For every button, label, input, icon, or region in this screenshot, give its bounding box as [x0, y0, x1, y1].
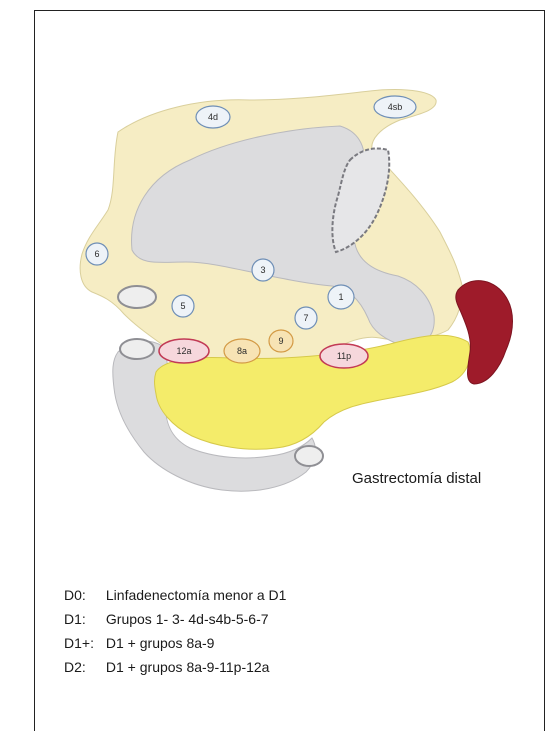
node-12a-label: 12a	[176, 346, 191, 356]
diagram-caption: Gastrectomía distal	[352, 470, 481, 487]
legend-code: D1+:	[64, 633, 102, 653]
legend-code: D2:	[64, 657, 102, 677]
dissection-legend: D0: Linfadenectomía menor a D1 D1: Grupo…	[64, 585, 286, 681]
node-5-label: 5	[180, 301, 185, 311]
legend-item-d1plus: D1+: D1 + grupos 8a-9	[64, 633, 286, 657]
node-11p: 11p	[320, 344, 368, 368]
node-4sb-label: 4sb	[388, 102, 403, 112]
node-9: 9	[269, 330, 293, 352]
node-4sb: 4sb	[374, 96, 416, 118]
node-4d-label: 4d	[208, 112, 218, 122]
jejunum-stump	[295, 446, 323, 466]
node-1-label: 1	[338, 292, 343, 302]
legend-item-d1: D1: Grupos 1- 3- 4d-s4b-5-6-7	[64, 609, 286, 633]
node-6-label: 6	[94, 249, 99, 259]
legend-text: Linfadenectomía menor a D1	[106, 587, 287, 603]
legend-text: D1 + grupos 8a-9-11p-12a	[106, 659, 270, 675]
node-3-label: 3	[260, 265, 265, 275]
node-12a: 12a	[159, 339, 209, 363]
node-4d: 4d	[196, 106, 230, 128]
node-7: 7	[295, 307, 317, 329]
pylorus-stump	[118, 286, 156, 308]
node-11p-label: 11p	[337, 351, 351, 361]
node-1: 1	[328, 285, 354, 309]
legend-item-d0: D0: Linfadenectomía menor a D1	[64, 585, 286, 609]
node-3: 3	[252, 259, 274, 281]
legend-item-d2: D2: D1 + grupos 8a-9-11p-12a	[64, 657, 286, 681]
node-8a: 8a	[224, 339, 260, 363]
node-7-label: 7	[303, 313, 308, 323]
node-5: 5	[172, 295, 194, 317]
legend-code: D1:	[64, 609, 102, 629]
legend-code: D0:	[64, 585, 102, 605]
legend-text: Grupos 1- 3- 4d-s4b-5-6-7	[106, 611, 269, 627]
duodenum-stump	[120, 339, 154, 359]
node-9-label: 9	[278, 336, 283, 346]
node-8a-label: 8a	[237, 346, 247, 356]
node-6: 6	[86, 243, 108, 265]
legend-text: D1 + grupos 8a-9	[106, 635, 215, 651]
